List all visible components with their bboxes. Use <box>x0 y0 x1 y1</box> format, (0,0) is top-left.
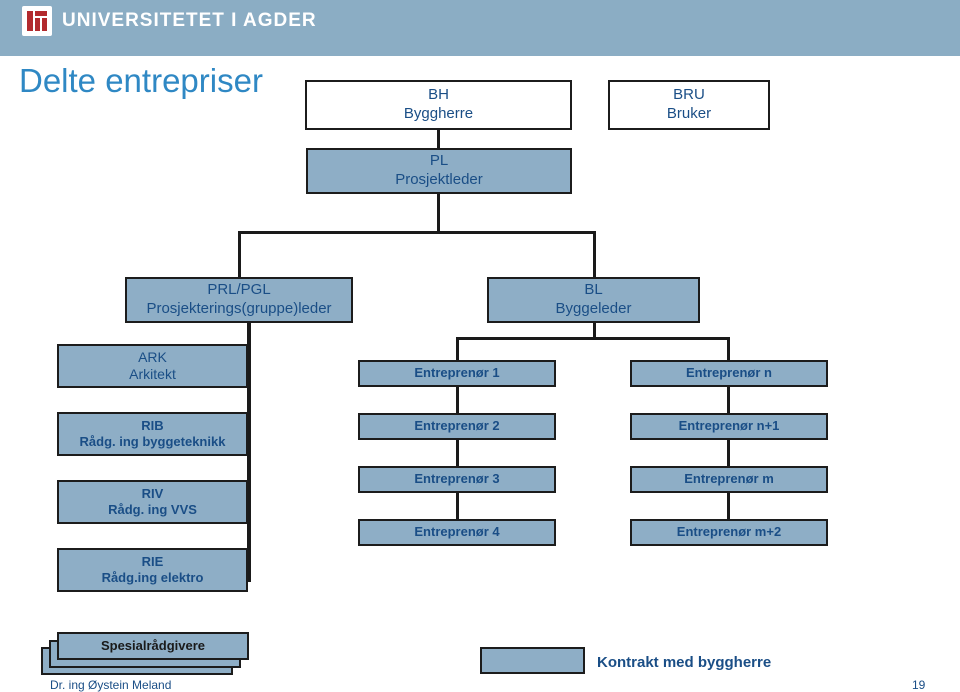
university-logo-icon <box>22 6 52 36</box>
contractor-label: Entreprenør 2 <box>414 418 500 434</box>
bl-box: BL Byggeleder <box>487 277 700 323</box>
contractor-box: Entreprenør 4 <box>358 519 556 546</box>
contractor-box: Entreprenør n <box>630 360 828 387</box>
bru-name: Bruker <box>666 105 712 122</box>
legend-swatch <box>480 647 585 674</box>
rib-name: Rådg. ing byggeteknikk <box>79 434 226 449</box>
contractor-label: Entreprenør 4 <box>414 524 500 540</box>
rie-name: Rådg.ing elektro <box>101 570 204 585</box>
contractor-label: Entreprenør m <box>684 471 774 487</box>
riv-abbr: RIV <box>141 485 164 501</box>
ark-box: ARK Arkitekt <box>57 344 248 388</box>
bl-abbr: BL <box>584 281 603 299</box>
bru-abbr: BRU <box>673 86 705 104</box>
rie-box: RIE Rådg.ing elektro <box>57 548 248 592</box>
pl-box: PL Prosjektleder <box>306 148 572 194</box>
footer-author: Dr. ing Øystein Meland <box>50 678 172 692</box>
connector-line <box>238 231 596 234</box>
bh-name: Byggherre <box>403 105 474 122</box>
connector-line <box>456 386 459 413</box>
connector-line <box>238 231 241 277</box>
pl-name: Prosjektleder <box>395 171 483 188</box>
contractor-box: Entreprenør 3 <box>358 466 556 493</box>
connector-line <box>247 298 251 582</box>
rib-box: RIB Rådg. ing byggeteknikk <box>57 412 248 456</box>
connector-line <box>437 130 440 148</box>
prl-name: Prosjekterings(gruppe)leder <box>146 300 332 317</box>
prl-box: PRL/PGL Prosjekterings(gruppe)leder <box>125 277 353 323</box>
connector-line <box>456 337 459 360</box>
prl-abbr: PRL/PGL <box>207 281 271 299</box>
connector-line <box>727 337 730 360</box>
connector-line <box>727 386 730 413</box>
contractor-box: Entreprenør 2 <box>358 413 556 440</box>
contractor-box: Entreprenør m <box>630 466 828 493</box>
connector-line <box>727 492 730 520</box>
ark-name: Arkitekt <box>129 366 176 382</box>
connector-line <box>437 193 440 233</box>
bh-box: BH Byggherre <box>305 80 572 130</box>
slide-title: Delte entrepriser <box>19 62 263 99</box>
contractor-label: Entreprenør 1 <box>414 365 500 381</box>
riv-box: RIV Rådg. ing VVS <box>57 480 248 524</box>
contractor-label: Entreprenør n <box>686 365 772 381</box>
connector-line <box>456 439 459 467</box>
contractor-label: Entreprenør n+1 <box>678 418 780 434</box>
legend-label: Kontrakt med byggherre <box>597 654 772 671</box>
connector-line <box>727 439 730 467</box>
contractor-label: Entreprenør 3 <box>414 471 500 487</box>
specialist-label: Spesialrådgivere <box>100 637 206 653</box>
contractor-label: Entreprenør m+2 <box>676 524 782 540</box>
rib-abbr: RIB <box>141 417 164 433</box>
contractor-box: Entreprenør m+2 <box>630 519 828 546</box>
connector-line <box>456 337 730 340</box>
connector-line <box>593 322 596 339</box>
bh-abbr: BH <box>428 86 449 104</box>
pl-abbr: PL <box>429 152 449 170</box>
contractor-box: Entreprenør 1 <box>358 360 556 387</box>
riv-name: Rådg. ing VVS <box>108 502 197 517</box>
page-number: 19 <box>912 678 926 692</box>
bl-name: Byggeleder <box>555 300 632 317</box>
rie-abbr: RIE <box>141 553 164 569</box>
connector-line <box>456 492 459 520</box>
contractor-box: Entreprenør n+1 <box>630 413 828 440</box>
org-name: UNIVERSITETET I AGDER <box>62 10 317 31</box>
header-bar: UNIVERSITETET I AGDER <box>0 0 960 56</box>
bru-box: BRU Bruker <box>608 80 770 130</box>
ark-abbr: ARK <box>138 348 167 365</box>
specialist-box: Spesialrådgivere <box>57 632 249 660</box>
connector-line <box>593 231 596 277</box>
